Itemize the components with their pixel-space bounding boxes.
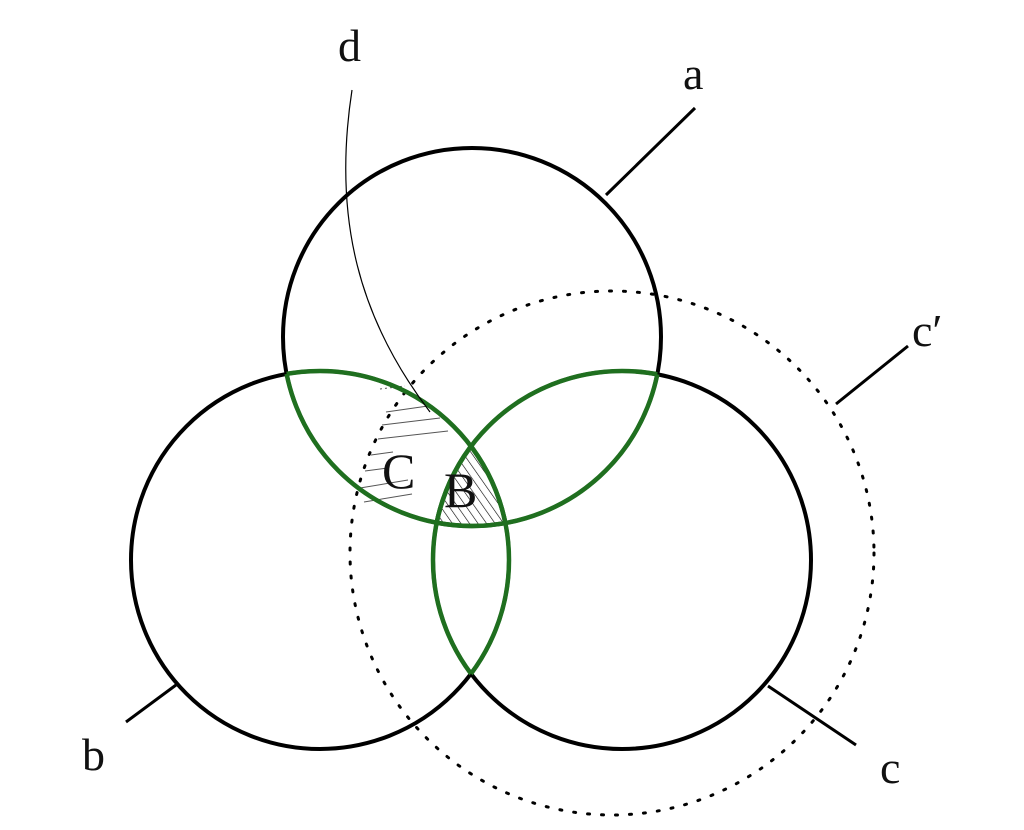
label-region-b: B [444, 462, 477, 518]
circle-c-prime [348, 289, 876, 817]
label-d: d [338, 20, 361, 71]
lens-outline-cb [433, 371, 512, 749]
region-c-hatch [359, 385, 449, 503]
label-region-c: C [382, 443, 415, 499]
leader-c-prime [835, 344, 909, 406]
label-a: a [683, 48, 703, 99]
leader-b [125, 683, 177, 724]
leader-c [767, 684, 857, 747]
label-c: c [880, 742, 900, 793]
label-c-prime: c′ [912, 305, 942, 356]
label-b: b [82, 729, 105, 780]
leader-d [345, 89, 431, 413]
leader-a [604, 106, 697, 197]
lens-outline-ac [430, 368, 661, 526]
lens-outline-ab [283, 368, 512, 526]
lens-outline-ca [433, 371, 664, 529]
lens-outline-bc [430, 371, 509, 749]
